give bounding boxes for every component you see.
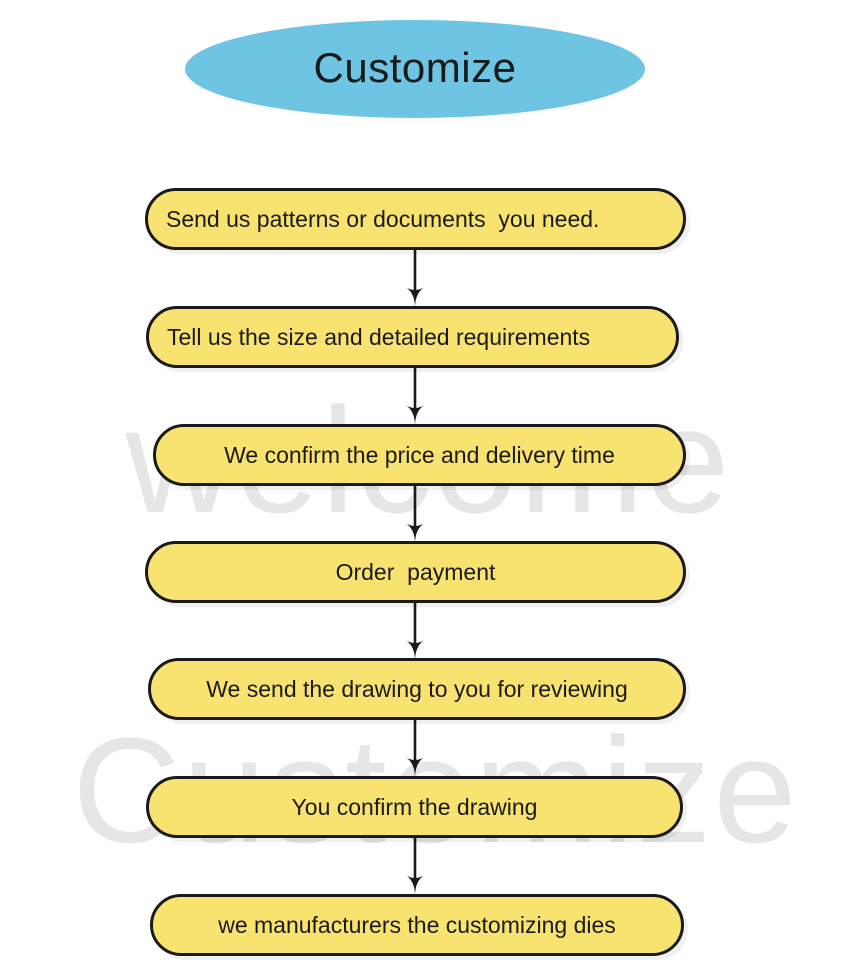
flow-step-3-label: We confirm the price and delivery time — [224, 441, 615, 468]
flow-step-4[interactable]: Order payment — [145, 541, 686, 603]
down-arrow-icon — [399, 486, 431, 544]
flow-step-7[interactable]: we manufacturers the customizing dies — [150, 894, 684, 956]
flow-step-3[interactable]: We confirm the price and delivery time — [153, 424, 686, 486]
flow-step-5-label: We send the drawing to you for reviewing — [206, 675, 628, 702]
flow-step-4-label: Order payment — [335, 558, 496, 585]
down-arrow-icon — [399, 838, 431, 896]
down-arrow-icon — [399, 603, 431, 661]
down-arrow-icon — [399, 368, 431, 426]
flow-step-7-label: we manufacturers the customizing dies — [218, 911, 616, 938]
flow-step-2-label: Tell us the size and detailed requiremen… — [167, 323, 591, 350]
down-arrow-icon — [399, 720, 431, 778]
flow-step-1-label: Send us patterns or documents you need. — [166, 205, 600, 232]
flow-step-5[interactable]: We send the drawing to you for reviewing — [148, 658, 686, 720]
flow-step-1[interactable]: Send us patterns or documents you need. — [145, 188, 686, 250]
flow-step-6[interactable]: You confirm the drawing — [146, 776, 683, 838]
page-title: Customize — [313, 44, 517, 91]
flow-step-6-label: You confirm the drawing — [291, 793, 538, 820]
flow-step-2[interactable]: Tell us the size and detailed requiremen… — [146, 306, 679, 368]
down-arrow-icon — [399, 250, 431, 308]
title-ellipse: Customize — [185, 20, 645, 118]
